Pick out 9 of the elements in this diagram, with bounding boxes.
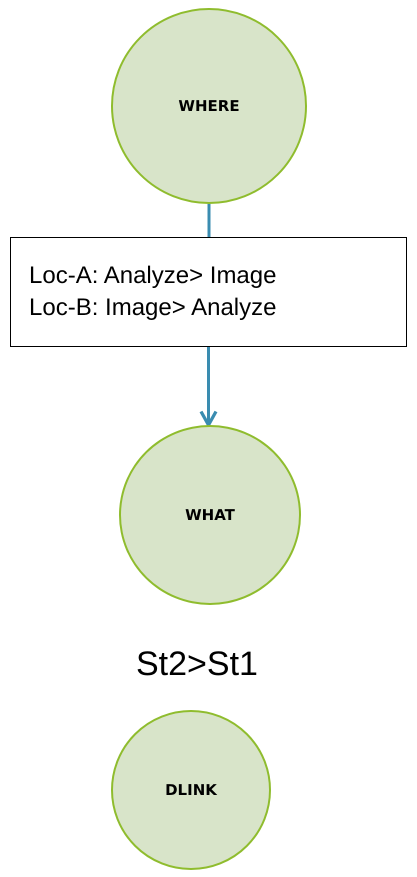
node-label: DLINK [165,781,217,799]
process-box [10,237,407,347]
note-text: St2>St1 [136,645,258,684]
connector-line [208,204,210,237]
node-label: WHERE [178,97,240,115]
arrow [199,347,218,427]
node-label: WHAT [185,506,235,524]
node-label: Loc-A: Analyze> Image [29,261,276,291]
node-label: Loc-B: Image> Analyze [29,293,276,323]
